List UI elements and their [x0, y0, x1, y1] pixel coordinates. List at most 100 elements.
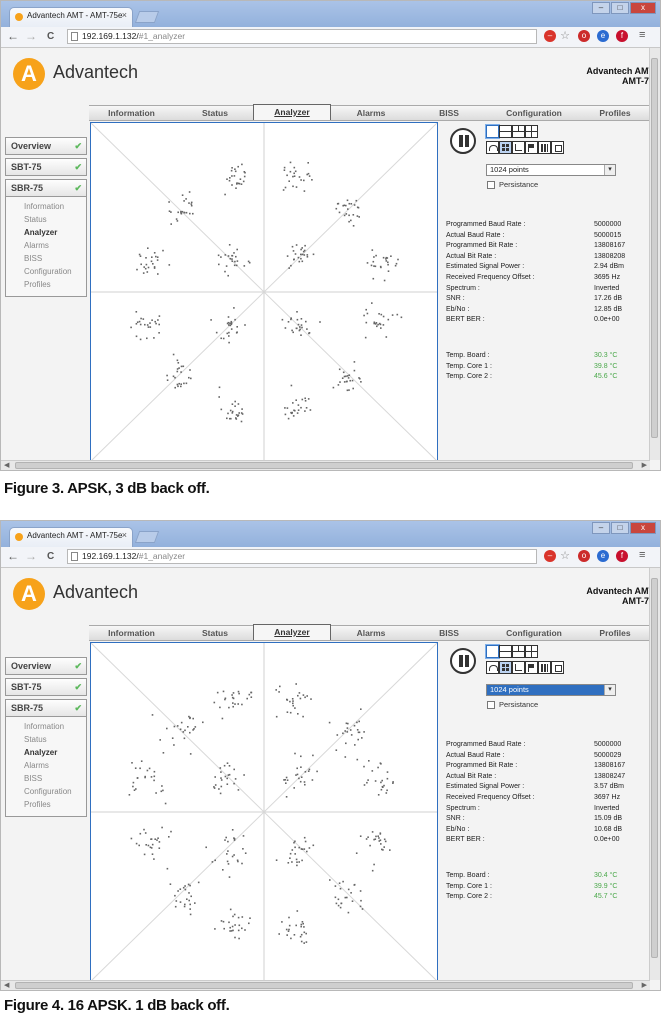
maximize-icon[interactable]: □ [611, 522, 629, 534]
points-select[interactable]: 1024 points ▾ [486, 164, 616, 176]
view-bars-icon[interactable] [538, 661, 551, 674]
browser-tab[interactable]: Advantech AMT - AMT-75e × [9, 7, 133, 27]
sidebar-subitem-biss[interactable]: BISS [24, 774, 43, 783]
minimize-icon[interactable]: – [592, 522, 610, 534]
sidebar-subitem-status[interactable]: Status [24, 735, 47, 744]
horizontal-scrollbar[interactable]: ◀ ▶ [1, 460, 650, 470]
opera-icon[interactable]: o [578, 550, 590, 562]
horizontal-scrollbar[interactable]: ◀ ▶ [1, 980, 650, 990]
close-window-icon[interactable]: x [630, 522, 656, 534]
tab-alarms[interactable]: Alarms [356, 108, 386, 118]
sidebar-item-overview[interactable]: Overview✔ [5, 657, 87, 675]
view-sq-icon[interactable] [486, 645, 499, 658]
view-h-icon[interactable] [499, 125, 512, 138]
sidebar-item-overview[interactable]: Overview✔ [5, 137, 87, 155]
pause-button[interactable] [450, 128, 476, 154]
tab-biss[interactable]: BISS [439, 628, 459, 638]
tab-analyzer[interactable]: Analyzer [253, 104, 331, 120]
sidebar-item-sbt75[interactable]: SBT-75✔ [5, 158, 87, 176]
view-wave-icon[interactable] [486, 661, 499, 674]
extension-icon[interactable]: e [597, 30, 609, 42]
forward-icon[interactable]: → [25, 549, 37, 563]
back-icon[interactable]: ← [7, 29, 19, 43]
menu-icon[interactable]: ≡ [639, 29, 646, 41]
view-dots-icon[interactable] [499, 141, 512, 154]
scroll-thumb[interactable] [651, 58, 658, 438]
reload-icon[interactable]: C [47, 551, 55, 562]
tab-biss[interactable]: BISS [439, 108, 459, 118]
sidebar-subitem-alarms[interactable]: Alarms [24, 761, 49, 770]
view-wave-icon[interactable] [486, 141, 499, 154]
view-dots-icon[interactable] [499, 661, 512, 674]
scroll-thumb[interactable] [15, 462, 633, 469]
flag-icon[interactable]: f [616, 30, 628, 42]
view-hv2-icon[interactable] [512, 125, 525, 138]
block-icon[interactable]: – [544, 30, 556, 42]
tab-information[interactable]: Information [108, 108, 155, 118]
new-tab-button[interactable] [134, 11, 160, 23]
new-tab-button[interactable] [134, 531, 160, 543]
sidebar-subitem-configuration[interactable]: Configuration [24, 267, 72, 276]
view-h-icon[interactable] [499, 645, 512, 658]
sidebar-item-sbr75[interactable]: SBR-75✔ [5, 699, 87, 717]
tab-information[interactable]: Information [108, 628, 155, 638]
sidebar-subitem-alarms[interactable]: Alarms [24, 241, 49, 250]
sidebar-subitem-information[interactable]: Information [24, 202, 65, 211]
opera-icon[interactable]: o [578, 30, 590, 42]
persistence-checkbox[interactable]: Persistance [487, 180, 538, 190]
tab-profiles[interactable]: Profiles [599, 108, 631, 118]
sidebar-item-sbr75[interactable]: SBR-75✔ [5, 179, 87, 197]
browser-tab[interactable]: Advantech AMT - AMT-75e × [9, 527, 133, 547]
tab-profiles[interactable]: Profiles [599, 628, 631, 638]
view-hv-icon[interactable] [525, 645, 538, 658]
star-icon[interactable]: ☆ [560, 550, 570, 562]
sidebar-item-sbt75[interactable]: SBT-75✔ [5, 678, 87, 696]
star-icon[interactable]: ☆ [560, 30, 570, 42]
sidebar-subitem-configuration[interactable]: Configuration [24, 787, 72, 796]
address-bar[interactable]: 192.169.1.132/#1_analyzer [67, 29, 537, 44]
tab-analyzer[interactable]: Analyzer [253, 624, 331, 640]
sidebar-subitem-analyzer[interactable]: Analyzer [24, 748, 58, 757]
view-lchart-icon[interactable] [512, 141, 525, 154]
view-lchart-icon[interactable] [512, 661, 525, 674]
checkbox-icon[interactable] [487, 181, 495, 190]
sidebar-subitem-profiles[interactable]: Profiles [24, 280, 51, 289]
tab-close-icon[interactable]: × [121, 10, 127, 20]
vertical-scrollbar[interactable] [649, 568, 660, 980]
forward-icon[interactable]: → [25, 29, 37, 43]
scroll-right-icon[interactable]: ▶ [641, 982, 647, 989]
view-flag-icon[interactable] [525, 141, 538, 154]
scroll-right-icon[interactable]: ▶ [641, 462, 647, 469]
view-box-icon[interactable] [551, 141, 564, 154]
tab-status[interactable]: Status [202, 108, 228, 118]
view-bars-icon[interactable] [538, 141, 551, 154]
menu-icon[interactable]: ≡ [639, 549, 646, 561]
sidebar-subitem-status[interactable]: Status [24, 215, 47, 224]
scroll-left-icon[interactable]: ◀ [4, 462, 10, 469]
points-select[interactable]: 1024 points ▾ [486, 684, 616, 696]
close-window-icon[interactable]: x [630, 2, 656, 14]
reload-icon[interactable]: C [47, 31, 55, 42]
scroll-thumb[interactable] [651, 578, 658, 958]
flag-icon[interactable]: f [616, 550, 628, 562]
view-flag-icon[interactable] [525, 661, 538, 674]
tab-status[interactable]: Status [202, 628, 228, 638]
checkbox-icon[interactable] [487, 701, 495, 710]
address-bar[interactable]: 192.169.1.132/#1_analyzer [67, 549, 537, 564]
block-icon[interactable]: – [544, 550, 556, 562]
pause-button[interactable] [450, 648, 476, 674]
sidebar-subitem-analyzer[interactable]: Analyzer [24, 228, 58, 237]
sidebar-subitem-biss[interactable]: BISS [24, 254, 43, 263]
tab-configuration[interactable]: Configuration [506, 628, 562, 638]
maximize-icon[interactable]: □ [611, 2, 629, 14]
minimize-icon[interactable]: – [592, 2, 610, 14]
scroll-thumb[interactable] [15, 982, 633, 989]
tab-alarms[interactable]: Alarms [356, 628, 386, 638]
back-icon[interactable]: ← [7, 549, 19, 563]
persistence-checkbox[interactable]: Persistance [487, 700, 538, 710]
tab-close-icon[interactable]: × [121, 530, 127, 540]
view-sq-icon[interactable] [486, 125, 499, 138]
sidebar-subitem-profiles[interactable]: Profiles [24, 800, 51, 809]
tab-configuration[interactable]: Configuration [506, 108, 562, 118]
view-box-icon[interactable] [551, 661, 564, 674]
